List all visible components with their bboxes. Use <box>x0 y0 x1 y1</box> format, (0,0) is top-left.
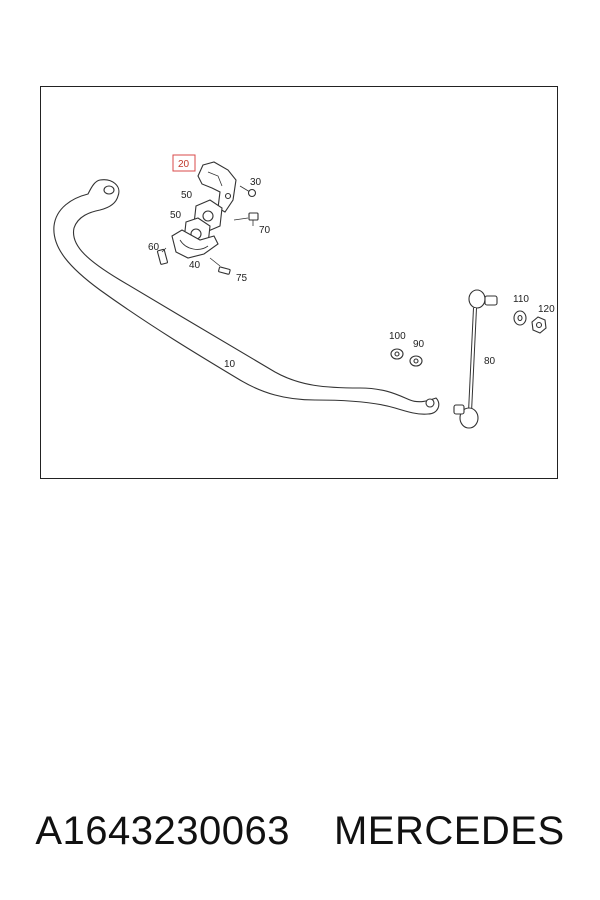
label-90[interactable]: 90 <box>413 339 425 350</box>
nut-90[interactable] <box>409 355 423 367</box>
label-100[interactable]: 100 <box>389 331 406 342</box>
clamp-bracket[interactable] <box>171 229 219 259</box>
label-50-lower[interactable]: 50 <box>170 210 182 221</box>
bolt-75[interactable] <box>209 257 231 275</box>
part-caption: A1643230063 MERCEDES <box>0 806 600 856</box>
label-110[interactable]: 110 <box>513 294 529 305</box>
label-40[interactable]: 40 <box>189 260 201 271</box>
washer-100[interactable] <box>390 348 404 360</box>
nut-120[interactable] <box>531 316 547 334</box>
label-70[interactable]: 70 <box>259 225 271 236</box>
bolt-70[interactable] <box>233 212 259 226</box>
part-number: A1643230063 <box>35 808 290 853</box>
label-10[interactable]: 10 <box>224 359 236 370</box>
stabilizer-bar[interactable] <box>53 179 440 415</box>
washer-110[interactable] <box>513 310 527 326</box>
label-80[interactable]: 80 <box>484 356 496 367</box>
label-120[interactable]: 120 <box>538 304 555 315</box>
highlight-box-20 <box>172 154 196 172</box>
label-75[interactable]: 75 <box>236 273 248 284</box>
brand-name: MERCEDES <box>333 808 565 853</box>
label-30[interactable]: 30 <box>250 177 262 188</box>
stabilizer-link[interactable] <box>453 289 498 429</box>
label-20[interactable]: 20 <box>178 159 190 170</box>
label-50-upper[interactable]: 50 <box>181 190 193 201</box>
bolt-60[interactable] <box>156 247 169 265</box>
label-60[interactable]: 60 <box>148 242 160 253</box>
bolt-30[interactable] <box>239 185 257 198</box>
